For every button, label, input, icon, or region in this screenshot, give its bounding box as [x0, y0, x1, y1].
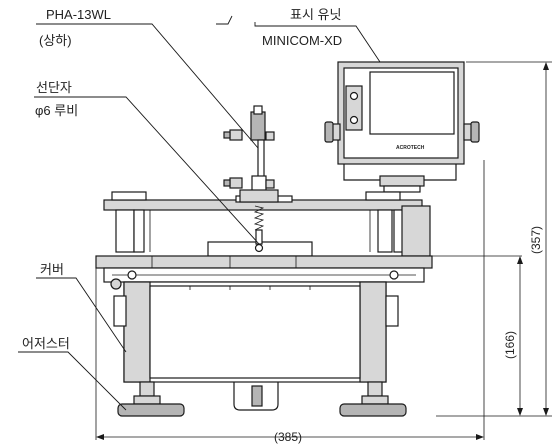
cover-base	[113, 281, 399, 411]
adjusters	[117, 381, 407, 417]
brand-label: ACROTECH	[396, 145, 425, 151]
label-probe-sub: φ6 루비	[35, 103, 78, 118]
display-unit: ACROTECH	[324, 61, 480, 193]
dimension-lines	[95, 61, 552, 440]
label-display-model: MINICOM-XD	[262, 33, 342, 48]
label-pha-sub: (상하)	[39, 33, 72, 48]
label-adjuster: 어저스터	[22, 336, 70, 351]
dim-table-height: (166)	[503, 331, 517, 359]
label-pha-model: PHA-13WL	[46, 7, 111, 22]
leader-lines	[18, 15, 381, 411]
work-table	[95, 255, 433, 290]
pha-sensor	[223, 105, 279, 253]
dim-total-height: (357)	[529, 226, 543, 254]
label-probe-title: 선단자	[36, 80, 72, 95]
label-display-title: 표시 유닛	[290, 7, 341, 22]
dim-width: (385)	[274, 430, 302, 444]
label-cover: 커버	[40, 262, 64, 277]
